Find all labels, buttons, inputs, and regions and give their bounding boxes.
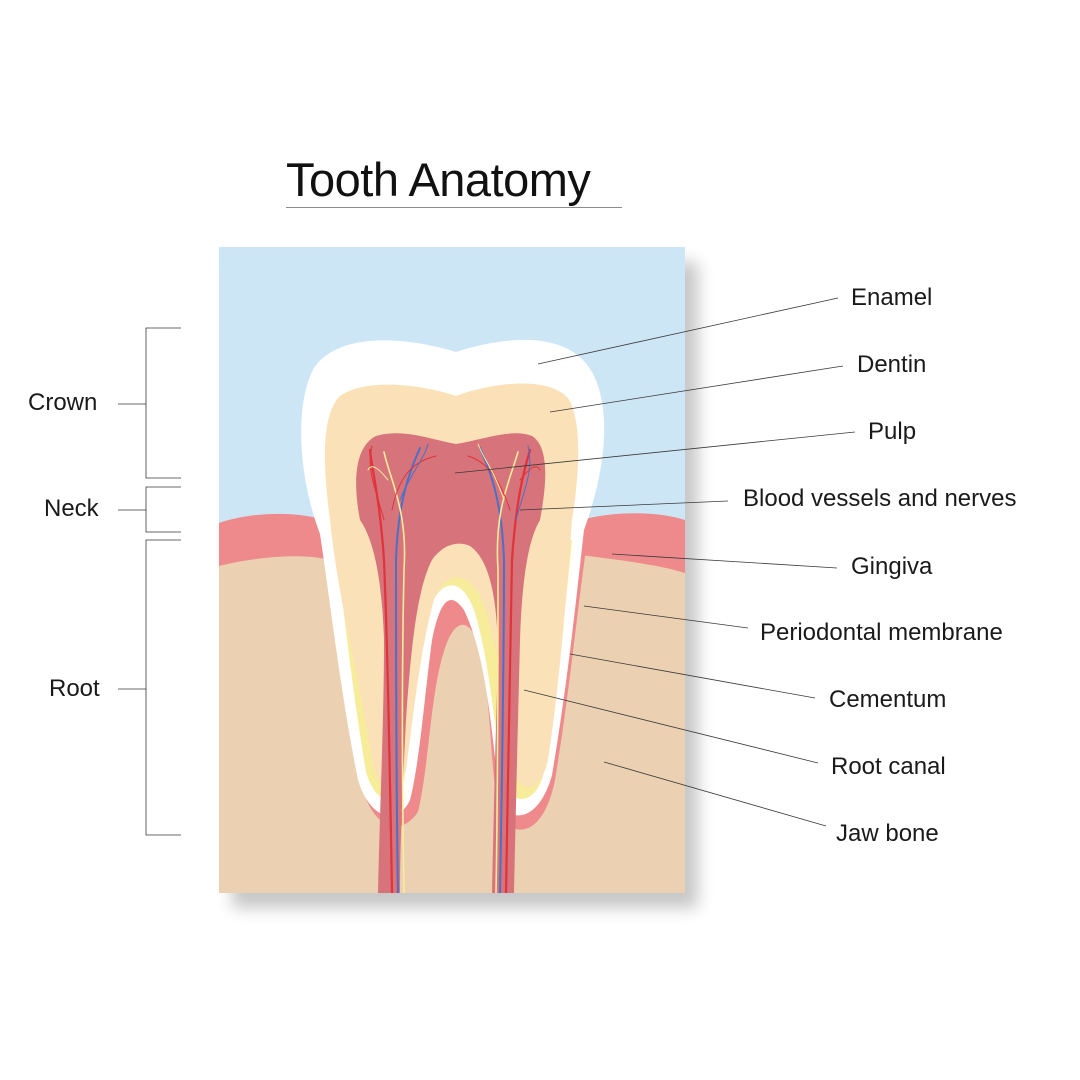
vein-left [394,447,421,893]
leader-jaw-bone [603,761,827,827]
leader-cementum [569,653,816,699]
label-pulp: Pulp [868,418,917,445]
leader-periodontal [583,605,749,629]
inner-jaw-bone [430,641,490,893]
title-underline [286,207,622,208]
label-enamel: Enamel [851,284,933,311]
label-periodontal-membrane: Periodontal membrane [760,619,1003,646]
leader-dentin [549,365,844,413]
nerve-left [383,451,406,893]
crown-bracket [145,327,181,479]
leader-blood-vessels [519,500,729,511]
leader-gingiva [611,553,838,569]
capillary [369,445,385,521]
artery-right [504,448,532,893]
capillary [515,445,531,521]
label-cementum: Cementum [829,686,947,713]
vein-right [479,447,506,893]
artery-left [368,448,394,893]
gingiva-right [580,513,685,573]
capillary [391,455,437,511]
title-block: Tooth Anatomy [286,152,622,214]
label-gingiva: Gingiva [851,553,933,580]
label-dentin: Dentin [857,351,927,378]
label-root: Root [49,675,100,702]
leader-pulp [454,431,856,474]
region-brackets [118,327,181,836]
page-title: Tooth Anatomy [286,153,591,206]
capillary [477,443,505,501]
leader-enamel [537,297,839,365]
label-neck: Neck [44,495,99,522]
label-jaw-bone: Jaw bone [836,820,939,847]
blood-vessels-and-nerves [367,443,541,893]
neck-bracket [145,486,181,533]
label-blood-vessels: Blood vessels and nerves [743,485,1017,512]
label-root-canal: Root canal [831,753,946,780]
capillary [519,466,541,481]
capillary [367,466,389,481]
nerve-right [495,451,519,893]
root-bracket [145,539,181,836]
leader-lines [454,297,856,827]
leader-root-canal [523,689,819,764]
cross-section [219,247,685,893]
capillary [399,443,429,501]
label-crown: Crown [28,389,98,416]
gingiva-left [219,513,330,566]
